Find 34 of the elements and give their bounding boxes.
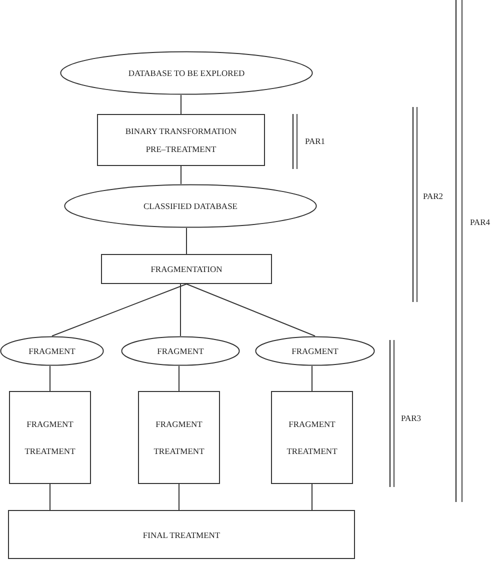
ellipse-node xyxy=(64,184,317,228)
node-label: FRAGMENT TREATMENT xyxy=(24,418,76,458)
ellipse-node xyxy=(121,336,240,366)
connector-line xyxy=(178,366,180,392)
bracket-label: PAR4 xyxy=(470,216,490,228)
node-label: FRAGMENTATION xyxy=(150,263,222,275)
bracket-label: PAR2 xyxy=(423,190,444,202)
process-box xyxy=(271,391,353,484)
connector-line xyxy=(180,166,182,184)
connector-line xyxy=(180,94,182,114)
node-label: CLASSIFIED DATABASE xyxy=(143,200,238,212)
node-label: FRAGMENT xyxy=(157,345,204,357)
node-label: FRAGMENT TREATMENT xyxy=(152,418,206,458)
ellipse-node xyxy=(255,336,375,366)
node-label: FRAGMENT TREATMENT xyxy=(286,418,338,458)
connector-line xyxy=(186,228,187,254)
node-label: FRAGMENT xyxy=(28,345,76,357)
connector-line xyxy=(180,284,181,336)
connector-line xyxy=(186,284,316,336)
bracket-label: PAR3 xyxy=(401,412,422,424)
node-label: DATABASE TO BE EXPLORED xyxy=(128,67,245,79)
process-box xyxy=(101,254,272,284)
process-box xyxy=(8,510,355,559)
node-label: BINARY TRANSFORMATION PRE–TREATMENT xyxy=(124,125,238,156)
connector-line xyxy=(52,284,187,336)
ellipse-node xyxy=(0,336,104,366)
node-label: FINAL TREATMENT xyxy=(142,528,220,540)
process-box xyxy=(138,391,220,484)
ellipse-node xyxy=(60,51,313,95)
connector-line xyxy=(178,484,180,510)
node-label: FRAGMENT xyxy=(292,345,338,357)
bracket-label: PAR1 xyxy=(305,135,326,147)
process-box xyxy=(97,114,265,166)
process-box xyxy=(9,391,91,484)
